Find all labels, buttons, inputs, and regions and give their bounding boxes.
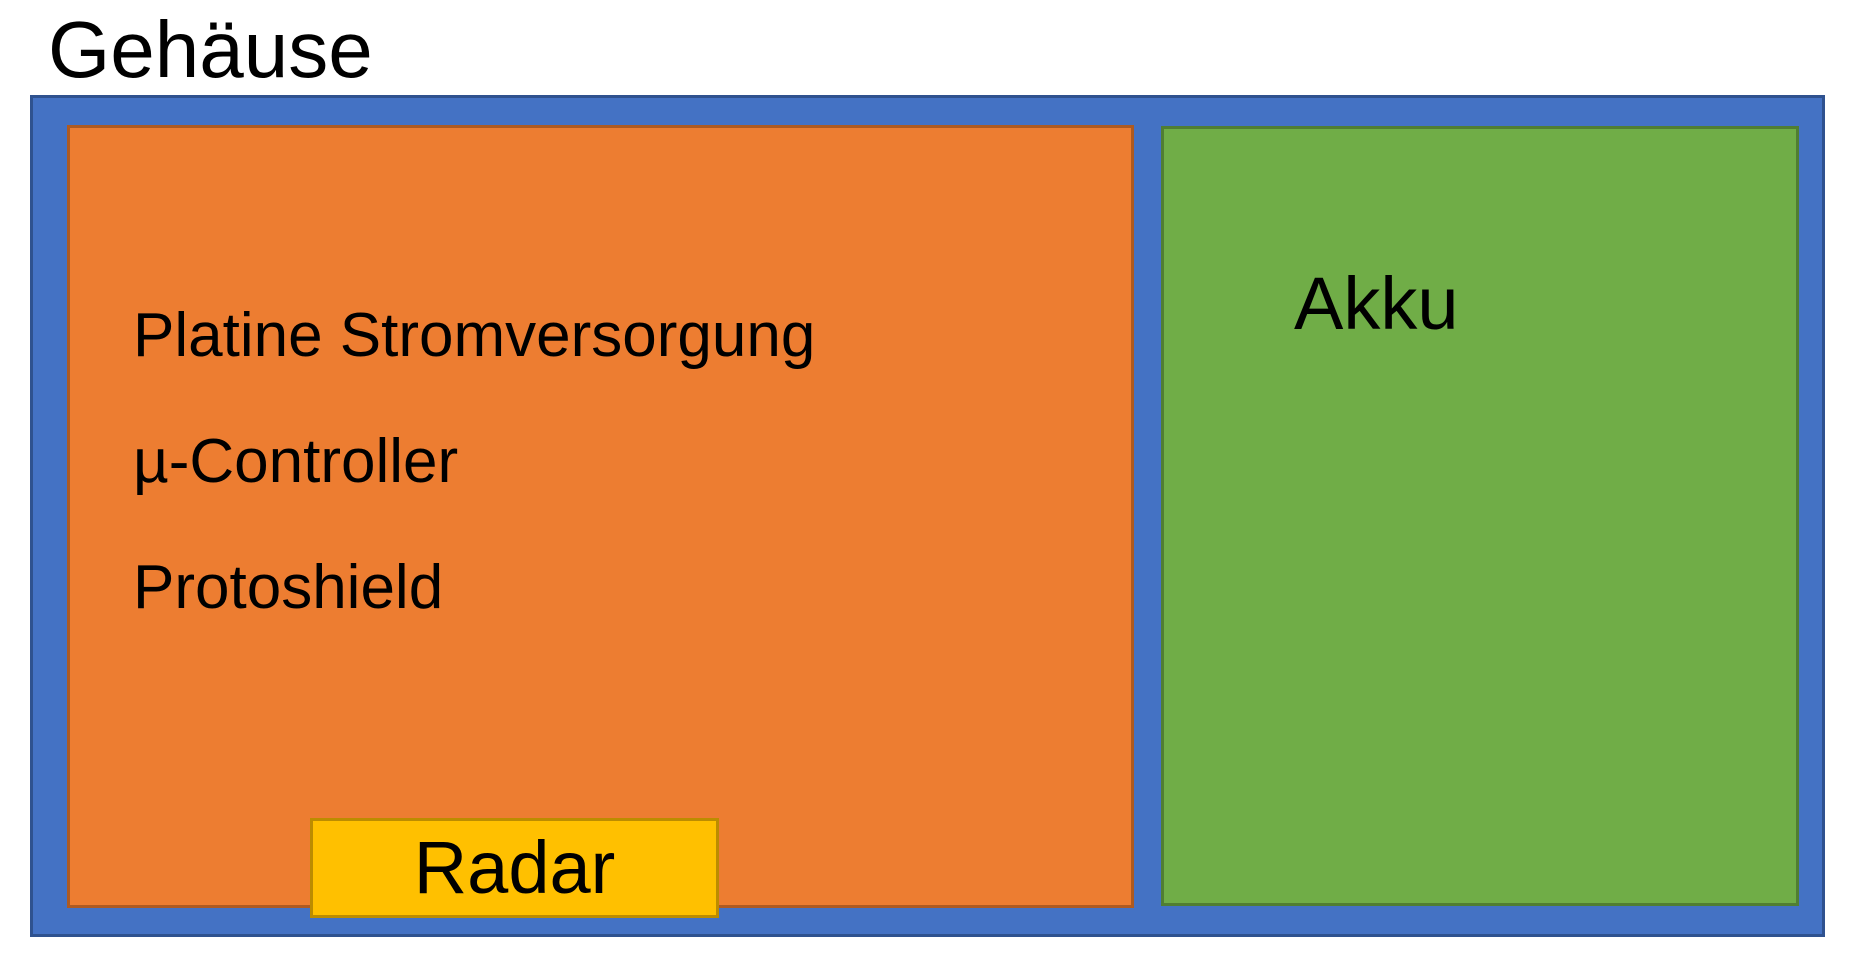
radar-label: Radar (413, 826, 616, 909)
board-box (67, 125, 1134, 908)
battery-label: Akku (1294, 262, 1459, 345)
radar-box: Radar (310, 818, 719, 918)
board-label-protoshield: Protoshield (133, 553, 444, 622)
battery-box (1161, 126, 1799, 906)
housing-title: Gehäuse (48, 5, 373, 94)
board-label-microcontroller: µ-Controller (133, 427, 459, 496)
board-label-power-supply: Platine Stromversorgung (133, 301, 816, 370)
